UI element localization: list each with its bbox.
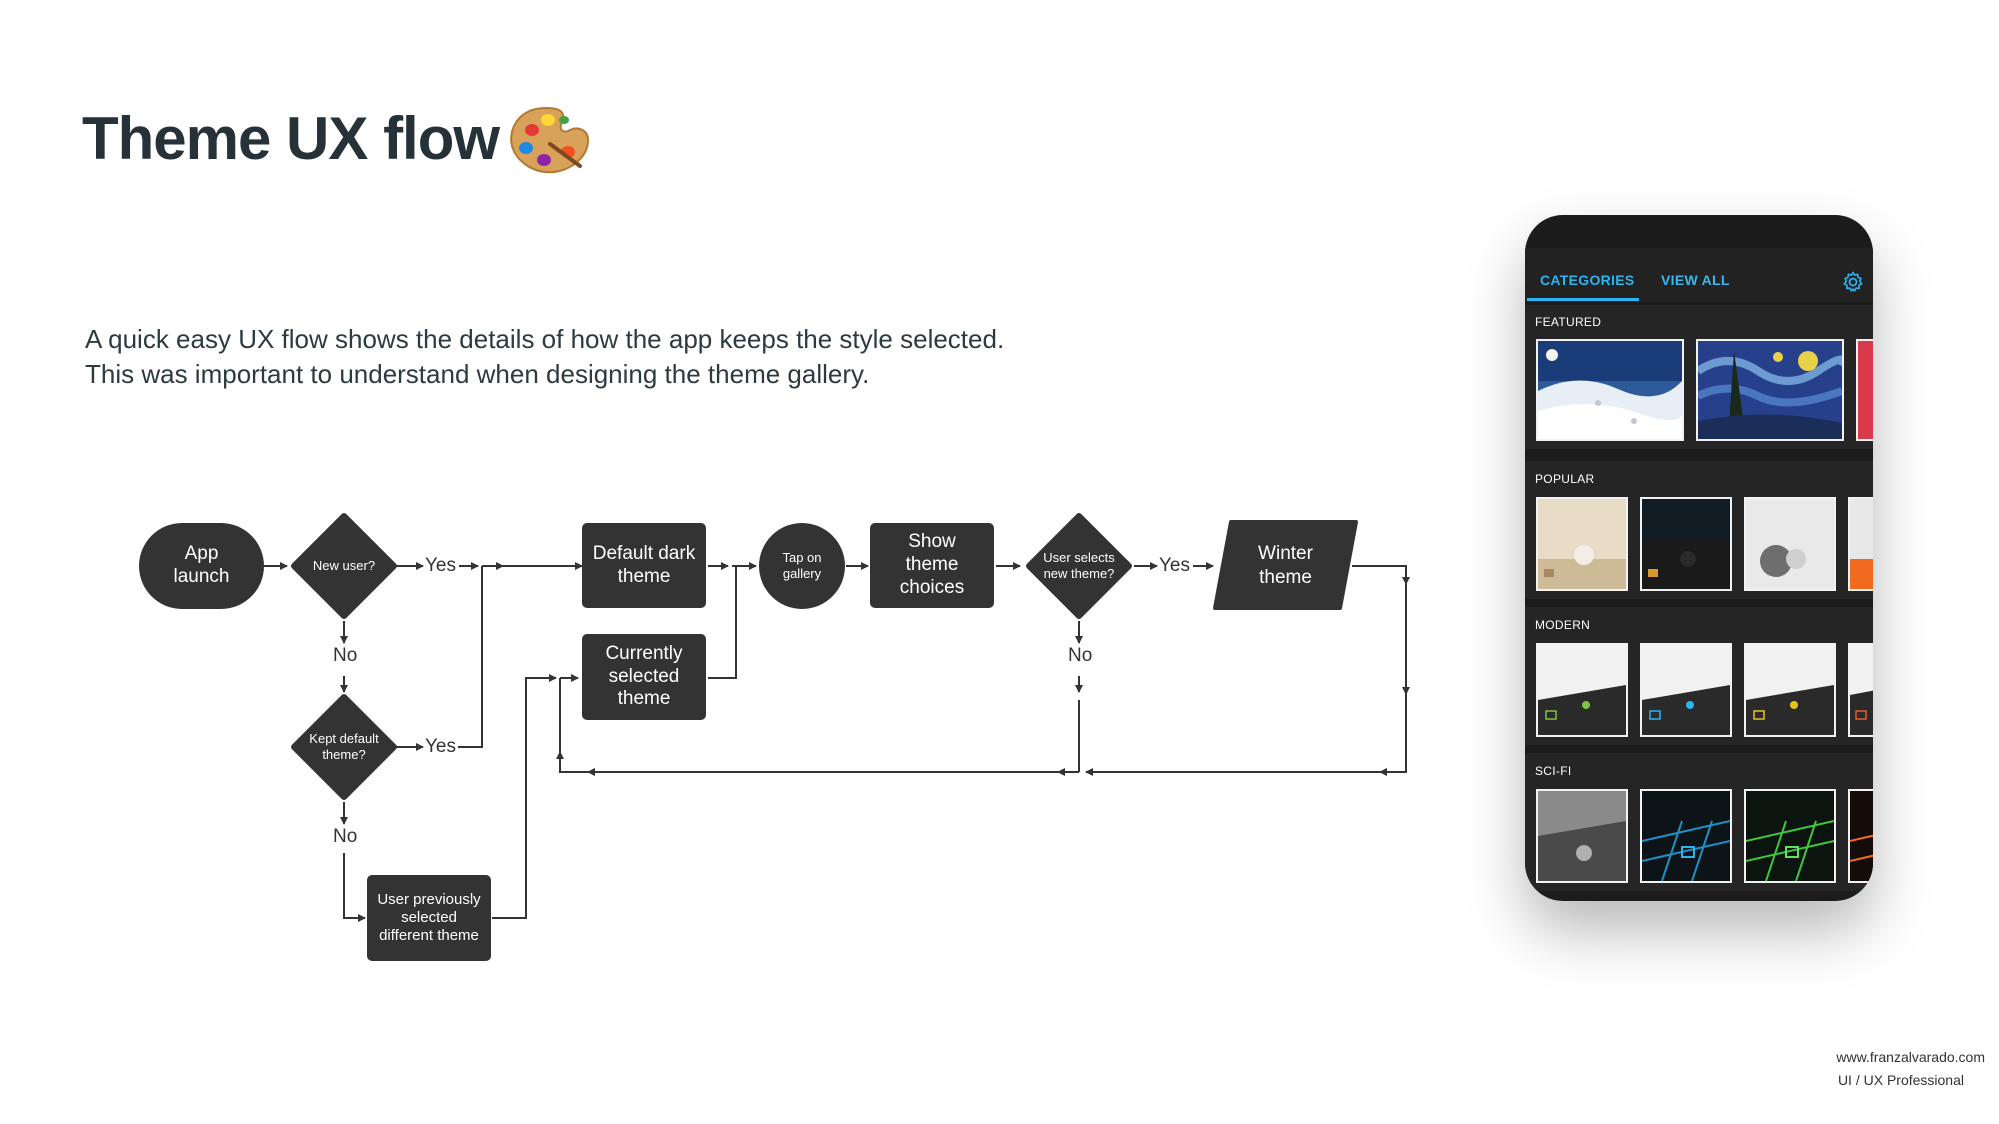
popular-thumb-4[interactable]: [1848, 497, 1873, 591]
section-popular: POPULAR: [1525, 461, 1873, 599]
tap-on-gallery-node: Tap on gallery: [759, 523, 845, 609]
scifi-thumb-3[interactable]: [1744, 789, 1836, 883]
page-title: Theme UX flow: [82, 105, 500, 172]
palette-icon: [506, 104, 592, 181]
footer-url: www.franzalvarado.com: [1836, 1049, 1985, 1065]
app-launch-label: App launch: [173, 543, 230, 587]
description-line-2: This was important to understand when de…: [85, 359, 870, 389]
section-modern: MODERN: [1525, 607, 1873, 745]
scifi-thumb-4[interactable]: [1848, 789, 1873, 883]
scifi-thumb-2[interactable]: [1640, 789, 1732, 883]
featured-thumb-starry-night[interactable]: [1696, 339, 1844, 441]
scifi-thumb-1[interactable]: [1536, 789, 1628, 883]
winter-theme-node: Winter theme: [1258, 543, 1313, 588]
section-sci-fi-label: SCI-FI: [1535, 764, 1572, 778]
no-label-user-selects: No: [1068, 645, 1093, 666]
yes-label-new-user: Yes: [425, 555, 456, 576]
modern-thumb-3[interactable]: [1744, 643, 1836, 737]
modern-thumb-4[interactable]: [1848, 643, 1873, 737]
footer-role: UI / UX Professional: [1837, 1072, 1964, 1088]
popular-thumb-1[interactable]: [1536, 497, 1628, 591]
modern-thumb-2[interactable]: [1640, 643, 1732, 737]
tab-bar: CATEGORIES VIEW ALL: [1525, 248, 1873, 302]
description: A quick easy UX flow shows the details o…: [85, 322, 1185, 392]
user-previously-selected-node: User previously selected different theme: [367, 875, 491, 961]
no-label-kept-default: No: [333, 826, 358, 847]
tab-view-all[interactable]: VIEW ALL: [1661, 272, 1730, 288]
featured-thumb-red[interactable]: [1856, 339, 1873, 441]
section-popular-label: POPULAR: [1535, 472, 1595, 486]
no-label-new-user: No: [333, 645, 358, 666]
kept-default-decision: Kept default theme?: [309, 730, 379, 762]
yes-label-user-selects: Yes: [1159, 555, 1190, 576]
gear-icon[interactable]: [1841, 270, 1865, 299]
app-launch-node: App launch: [139, 523, 264, 609]
popular-thumb-2[interactable]: [1640, 497, 1732, 591]
tab-categories[interactable]: CATEGORIES: [1540, 272, 1635, 288]
featured-thumb-winter[interactable]: [1536, 339, 1684, 441]
show-theme-choices-node: Show theme choices: [870, 523, 994, 608]
currently-selected-theme-node: Currently selected theme: [582, 634, 706, 720]
user-previously-label: User previously selected different theme: [377, 891, 481, 944]
section-sci-fi: SCI-FI: [1525, 753, 1873, 891]
tap-gallery-label: Tap on gallery: [782, 550, 822, 581]
modern-thumb-1[interactable]: [1536, 643, 1628, 737]
active-tab-indicator: [1527, 298, 1639, 301]
popular-thumb-3[interactable]: [1744, 497, 1836, 591]
description-line-1: A quick easy UX flow shows the details o…: [85, 324, 1005, 354]
default-dark-label: Default dark theme: [592, 542, 696, 587]
default-dark-theme-node: Default dark theme: [582, 523, 706, 608]
currently-selected-label: Currently selected theme: [605, 642, 683, 710]
user-selects-decision: User selects new theme?: [1043, 549, 1115, 581]
show-choices-label: Show theme choices: [899, 531, 965, 598]
section-featured: FEATURED: [1525, 305, 1873, 449]
yes-label-kept-default: Yes: [425, 736, 456, 757]
phone-mockup: CATEGORIES VIEW ALL FEATURED: [1525, 215, 1873, 901]
section-modern-label: MODERN: [1535, 618, 1591, 632]
section-featured-label: FEATURED: [1535, 315, 1602, 329]
new-user-decision: New user?: [312, 557, 376, 573]
